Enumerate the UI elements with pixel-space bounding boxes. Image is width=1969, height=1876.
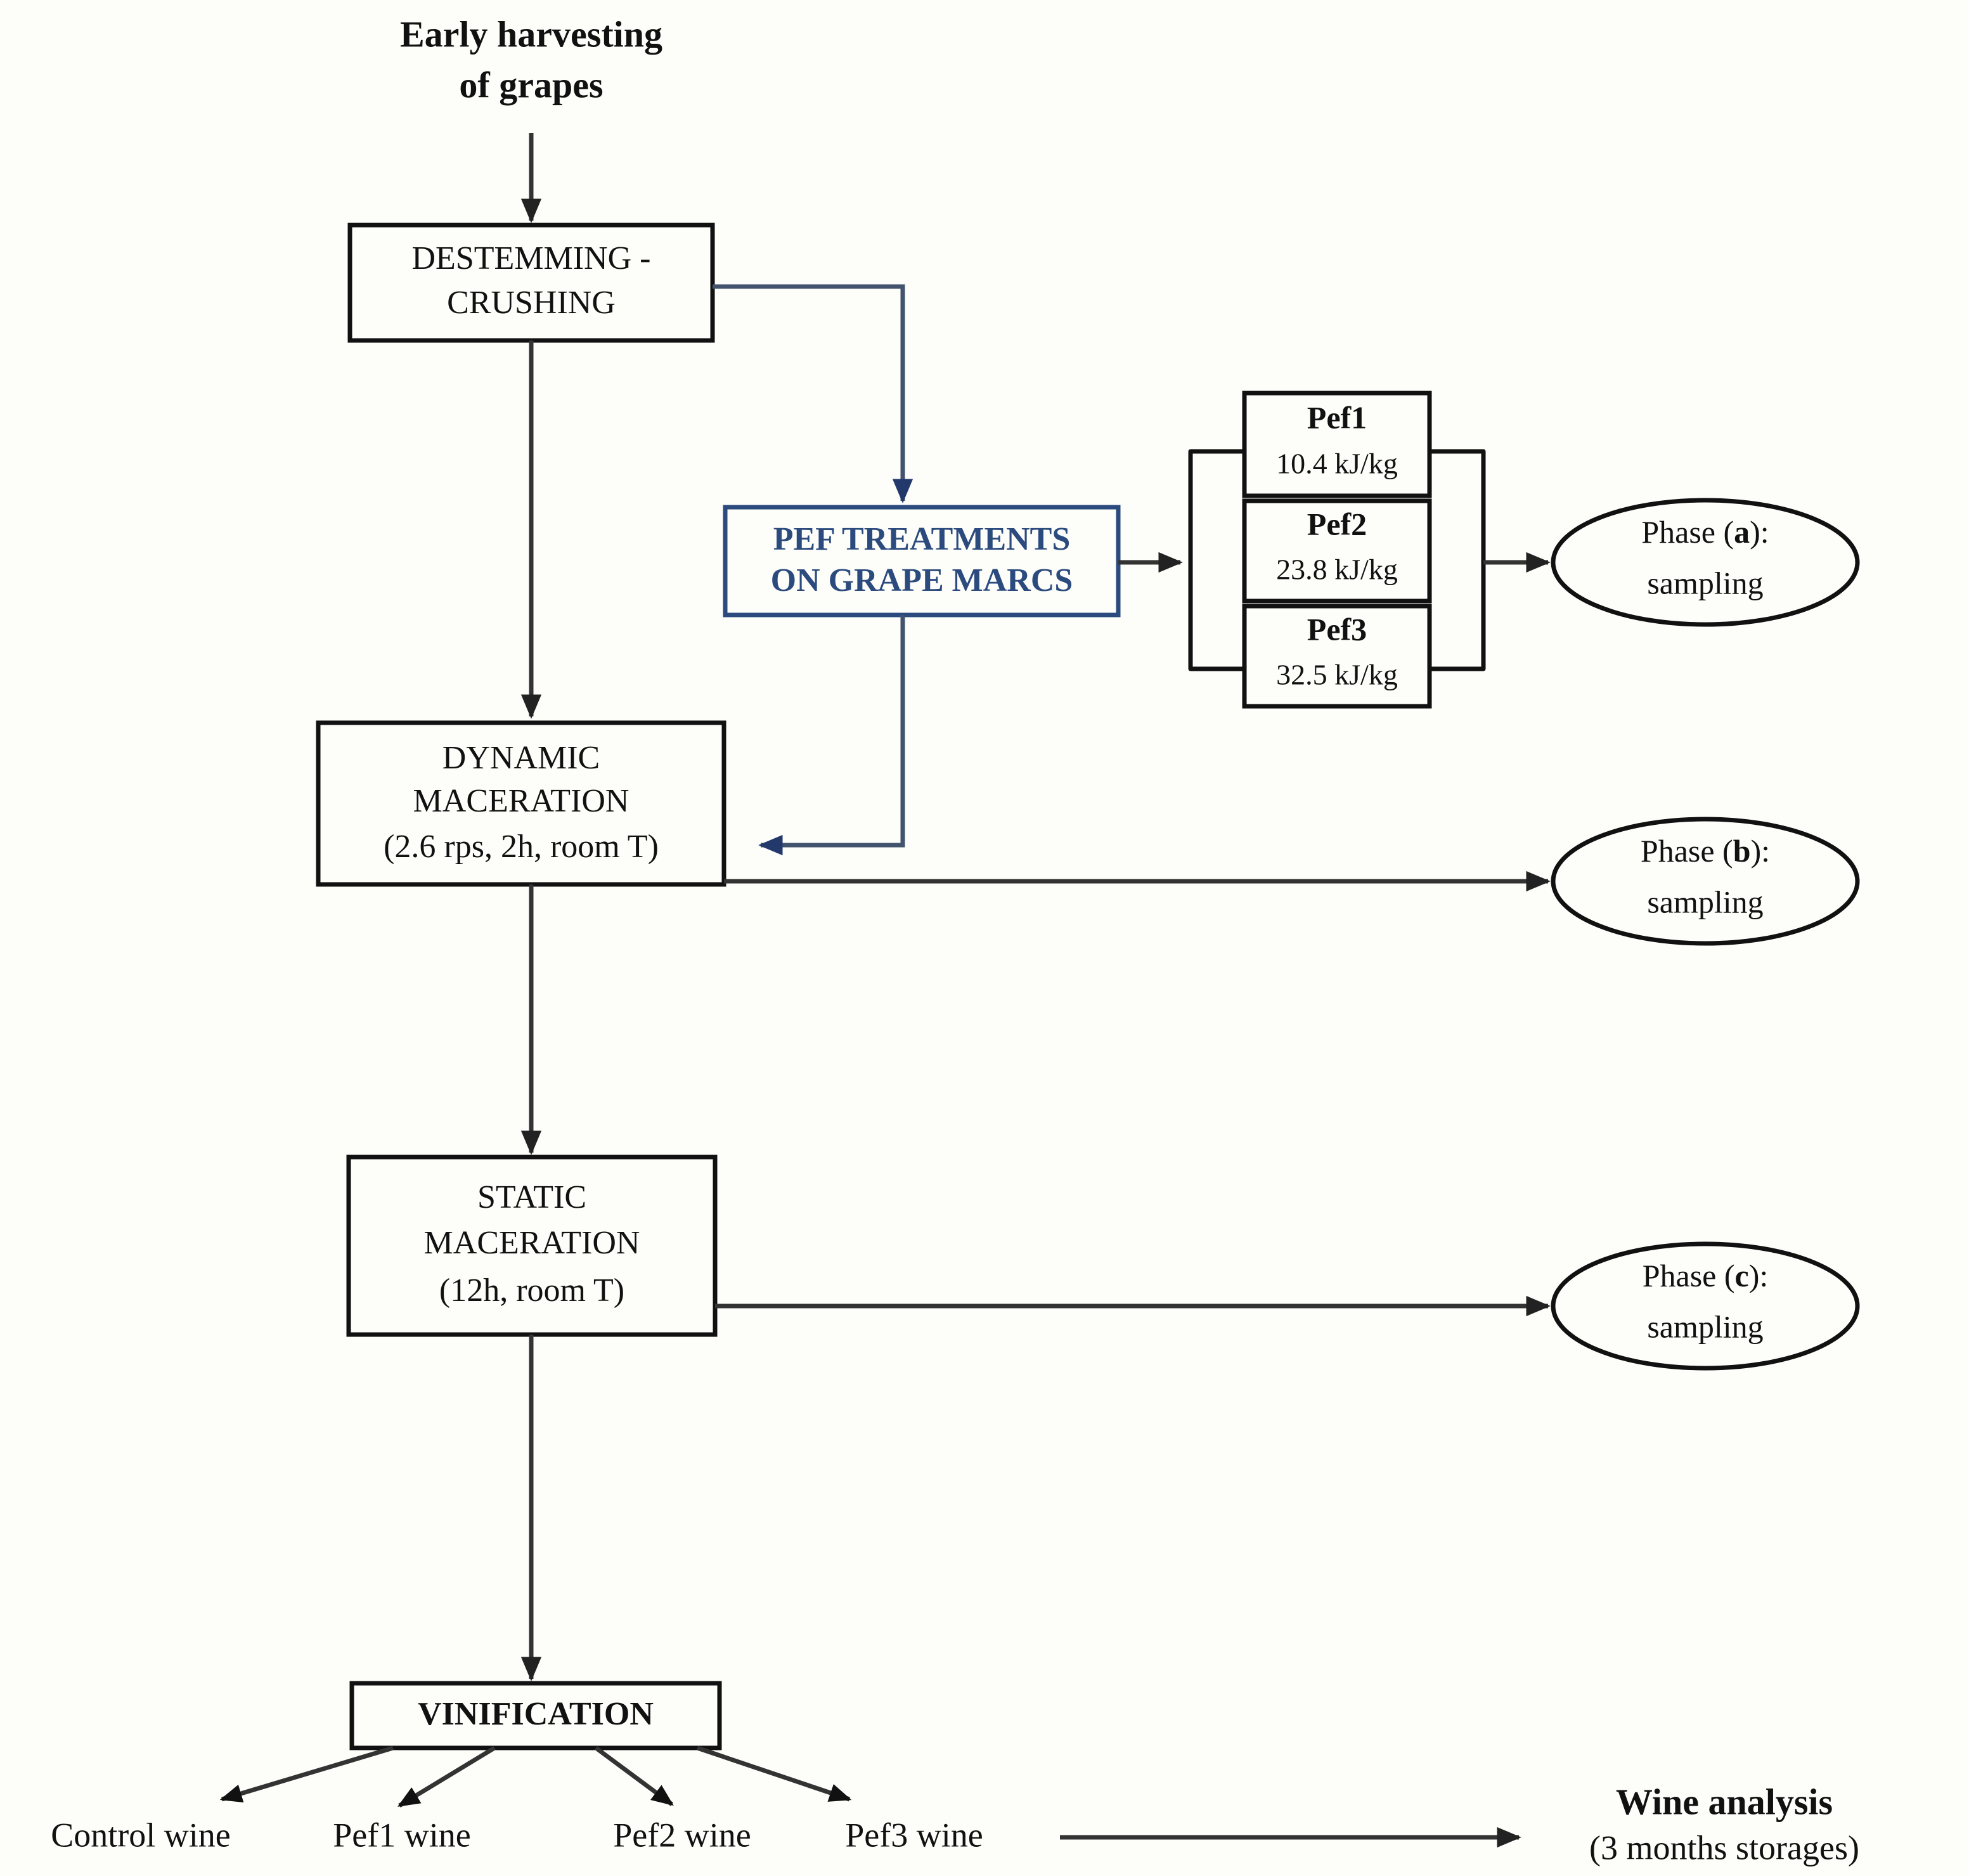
dynamic-maceration-box (316, 720, 726, 887)
edge-destemming-to-pef (713, 284, 913, 503)
edge-vinification-to-pef2-wine (594, 1746, 674, 1806)
phase-a-letter: a (1734, 514, 1750, 550)
phase-b-prefix: Phase ( (1641, 833, 1733, 869)
node-phase-c: Phase (c): sampling (1551, 1241, 1860, 1371)
pef3-name: Pef3 (1307, 611, 1367, 647)
static-maceration-line3: (12h, room T) (439, 1272, 624, 1309)
wine-analysis-line2: (3 months storages) (1589, 1828, 1859, 1866)
phase-c-line2: sampling (1647, 1309, 1763, 1344)
phase-b-letter: b (1733, 833, 1751, 869)
phase-a-prefix: Phase ( (1641, 514, 1734, 550)
destemming-line2: CRUSHING (447, 285, 616, 321)
wine-analysis-line1: Wine analysis (1616, 1781, 1833, 1822)
vinification-label: VINIFICATION (418, 1696, 654, 1732)
dynamic-maceration-line2: MACERATION (413, 783, 629, 819)
phase-a-ellipse (1551, 498, 1860, 627)
phase-a-suffix: ): (1750, 514, 1769, 550)
phase-b-label: Phase (b): (1641, 833, 1770, 869)
pef2-box (1242, 498, 1432, 604)
pef1-dose: 10.4 kJ/kg (1276, 448, 1398, 480)
early-harvesting-line2: of grapes (459, 64, 603, 105)
phase-c-label: Phase (c): (1643, 1258, 1769, 1293)
node-vinification: VINIFICATION (349, 1681, 722, 1750)
wine-label-pef2: Pef2 wine (613, 1816, 751, 1854)
edge-vinification-to-control-wine (219, 1745, 394, 1803)
pef2-dose: 23.8 kJ/kg (1276, 553, 1398, 586)
node-destemming-crushing: DESTEMMING - CRUSHING (347, 223, 715, 343)
vinification-box (349, 1681, 722, 1750)
node-pef1: Pef1 10.4 kJ/kg (1242, 391, 1432, 498)
pef1-box (1242, 391, 1432, 498)
static-maceration-box (346, 1155, 718, 1337)
node-phase-b: Phase (b): sampling (1551, 817, 1860, 946)
pef1-name: Pef1 (1307, 399, 1367, 435)
node-early-harvesting: Early harvesting of grapes (400, 13, 662, 105)
node-static-maceration: STATIC MACERATION (12h, room T) (346, 1155, 718, 1337)
dynamic-maceration-line1: DYNAMIC (442, 740, 600, 776)
pef-levels-left-brace (1188, 449, 1246, 671)
node-phase-a: Phase (a): sampling (1551, 498, 1860, 627)
node-pef3: Pef3 32.5 kJ/kg (1242, 604, 1432, 709)
pef3-box (1242, 604, 1432, 709)
pef-treatments-line1: PEF TREATMENTS (773, 521, 1071, 557)
edge-vinification-to-pef3-wine (696, 1745, 852, 1802)
phase-b-ellipse (1551, 817, 1860, 946)
edge-pef-to-dynamic (758, 615, 905, 856)
node-pef-treatments: PEF TREATMENTS ON GRAPE MARCS (723, 505, 1121, 618)
node-dynamic-maceration: DYNAMIC MACERATION (2.6 rps, 2h, room T) (316, 720, 726, 887)
node-pef2: Pef2 23.8 kJ/kg (1242, 498, 1432, 604)
static-maceration-line1: STATIC (477, 1179, 586, 1215)
phase-c-suffix: ): (1749, 1258, 1769, 1293)
static-maceration-line2: MACERATION (424, 1225, 640, 1261)
pef-levels-right-brace (1428, 449, 1486, 671)
early-harvesting-line1: Early harvesting (400, 13, 662, 55)
edge-vinification-to-pef1-wine (397, 1746, 496, 1808)
wine-label-pef1: Pef1 wine (333, 1816, 470, 1854)
phase-b-line2: sampling (1647, 884, 1763, 919)
pef2-name: Pef2 (1307, 506, 1367, 541)
pef3-dose: 32.5 kJ/kg (1276, 659, 1398, 691)
pef-treatments-line2: ON GRAPE MARCS (771, 562, 1073, 598)
phase-a-line2: sampling (1647, 565, 1763, 600)
destemming-line1: DESTEMMING - (412, 240, 651, 276)
phase-b-suffix: ): (1751, 833, 1771, 869)
phase-c-ellipse (1551, 1241, 1860, 1371)
node-wine-analysis: Wine analysis (3 months storages) (1589, 1781, 1859, 1866)
dynamic-maceration-line3: (2.6 rps, 2h, room T) (384, 829, 659, 865)
phase-c-prefix: Phase ( (1643, 1258, 1735, 1293)
pef-treatments-box (723, 505, 1121, 618)
wine-label-control: Control wine (51, 1816, 230, 1854)
wine-label-pef3: Pef3 wine (845, 1816, 983, 1854)
phase-c-letter: c (1735, 1258, 1749, 1293)
phase-a-label: Phase (a): (1641, 514, 1769, 550)
